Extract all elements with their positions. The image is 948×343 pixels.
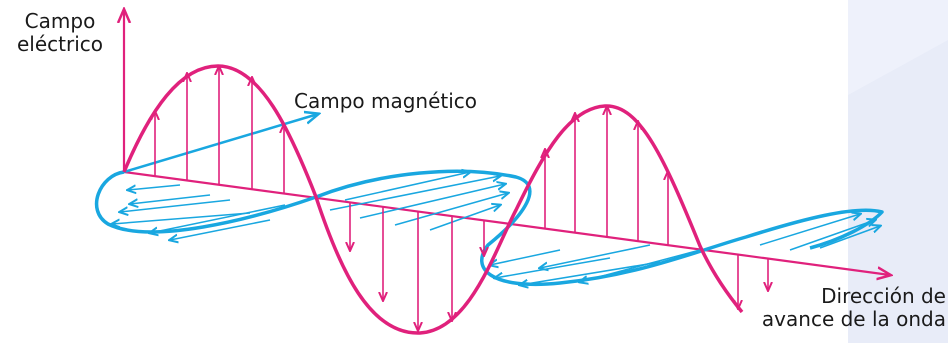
direction-label-line1: Dirección de: [718, 285, 946, 308]
magnetic-field-vectors: [112, 172, 880, 285]
electric-field-label-line2: eléctrico: [4, 33, 116, 56]
direction-label-line2: avance de la onda: [718, 308, 946, 331]
magnetic-vector: [490, 250, 560, 265]
propagation-direction-label: Dirección de avance de la onda: [718, 285, 946, 331]
magnetic-vector: [130, 195, 210, 204]
electric-field-label-line1: Campo: [4, 10, 116, 33]
propagation-axis: [124, 172, 890, 275]
magnetic-vector: [430, 205, 500, 230]
electric-field-label: Campo eléctrico: [4, 10, 116, 56]
magnetic-vector: [520, 262, 660, 285]
magnetic-vector: [540, 245, 650, 268]
magnetic-field-label: Campo magnético: [294, 90, 477, 113]
magnetic-field-arrow: [124, 114, 318, 172]
magnetic-vector: [790, 220, 875, 250]
magnetic-vector: [120, 200, 230, 212]
magnetic-vector: [128, 185, 180, 190]
magnetic-vector: [495, 258, 610, 278]
